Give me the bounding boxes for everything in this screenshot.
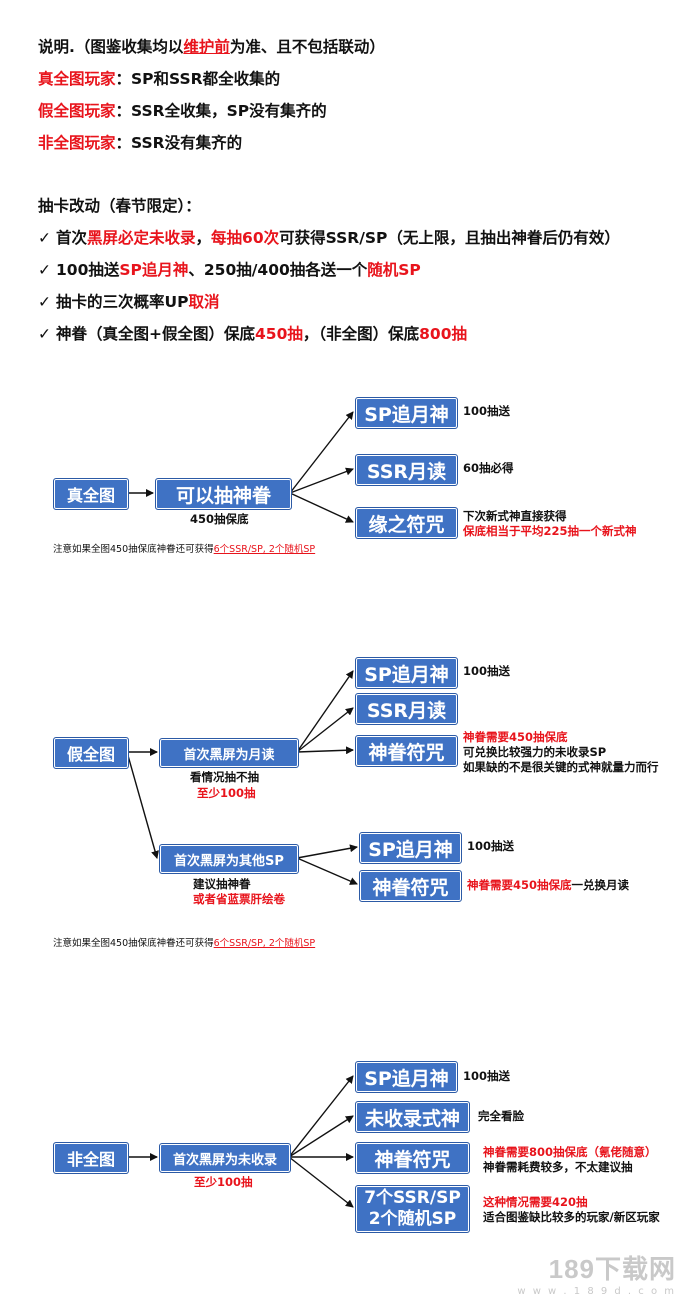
type-non-full: 非全图玩家：SSR没有集齐的 bbox=[38, 131, 242, 153]
note-at-least-100: 至少100抽 bbox=[194, 1175, 253, 1189]
node-non-full: 非全图 bbox=[53, 1142, 129, 1174]
check-icon: ✓ bbox=[38, 261, 51, 279]
type-name: 非全图玩家 bbox=[38, 134, 116, 152]
change-item-2: ✓100抽送SP追月神、250抽/400抽各送一个随机SP bbox=[38, 261, 421, 279]
arrow bbox=[289, 492, 354, 523]
check-icon: ✓ bbox=[38, 325, 51, 343]
check-icon: ✓ bbox=[38, 229, 51, 247]
node-can-draw-shenjuan: 可以抽神眷 bbox=[155, 478, 292, 510]
type-desc: ：SP和SSR都全收集的 bbox=[115, 70, 281, 88]
note-see-situation: 看情况抽不抽 bbox=[190, 770, 259, 784]
node-2sp-line: 2个随机SP bbox=[368, 1209, 457, 1229]
node-7ssr-line: 7个SSR/SP bbox=[364, 1188, 461, 1208]
type-desc: ：SSR全收集，SP没有集齐的 bbox=[115, 102, 327, 120]
note-shenjuan-800: 神眷需要800抽保底（氪佬随意） bbox=[483, 1145, 657, 1159]
note-pure-luck: 完全看脸 bbox=[478, 1109, 524, 1123]
note-420-needed: 这种情况需要420抽 bbox=[483, 1195, 588, 1209]
note-450-guarantee: 450抽保底 bbox=[190, 512, 249, 526]
arrow bbox=[296, 746, 354, 755]
watermark-url: w w w . 1 8 9 d . c o m bbox=[517, 1286, 676, 1297]
note-next-new-shikigami: 下次新式神直接获得 bbox=[463, 509, 567, 523]
note-affordable: 如果缺的不是很关键的式神就量力而行 bbox=[463, 760, 659, 774]
node-first-black-unrecorded: 首次黑屏为未收录 bbox=[159, 1143, 291, 1173]
arrow bbox=[288, 1115, 354, 1158]
note-100-gift: 100抽送 bbox=[463, 664, 511, 678]
arrow bbox=[288, 1075, 354, 1158]
note-at-least-100: 至少100抽 bbox=[197, 786, 256, 800]
check-icon: ✓ bbox=[38, 293, 51, 311]
intro-title-post: 为准、且不包括联动） bbox=[229, 38, 385, 56]
footnote-2: 注意如果全图450抽保底神眷还可获得6个SSR/SP, 2个随机SP bbox=[53, 938, 316, 949]
node-shenjuan-fuzhou: 神眷符咒 bbox=[355, 1142, 470, 1174]
watermark-text: 189下载网 bbox=[548, 1254, 676, 1284]
node-true-full: 真全图 bbox=[53, 478, 129, 510]
node-yuanzhi-fuzhou: 缘之符咒 bbox=[355, 507, 458, 539]
type-fake-full: 假全图玩家：SSR全收集，SP没有集齐的 bbox=[38, 99, 327, 121]
type-name: 真全图玩家 bbox=[38, 70, 116, 88]
arrow bbox=[288, 1156, 354, 1208]
note-60-guarantee: 60抽必得 bbox=[463, 461, 514, 475]
note-100-gift: 100抽送 bbox=[467, 839, 515, 853]
watermark: 189下载网 w w w . 1 8 9 d . c o m bbox=[517, 1249, 676, 1297]
type-desc: ：SSR没有集齐的 bbox=[115, 134, 243, 152]
note-shenjuan-exchange-yuedu: 神眷需要450抽保底一兑换月读 bbox=[467, 878, 630, 892]
note-100-gift: 100抽送 bbox=[463, 404, 511, 418]
change-item-1: ✓首次黑屏必定未收录，每抽60次可获得SSR/SP（无上限，且抽出神眷后仍有效） bbox=[38, 229, 620, 247]
arrow bbox=[289, 467, 354, 494]
arrow bbox=[296, 707, 354, 753]
note-avg-225: 保底相当于平均225抽一个新式神 bbox=[463, 524, 637, 538]
intro-title: 说明.（图鉴收集均以维护前为准、且不包括联动） bbox=[38, 35, 385, 57]
node-sp-zhuiyueshen: SP追月神 bbox=[355, 1061, 458, 1093]
change-item-3: ✓抽卡的三次概率UP取消 bbox=[38, 293, 220, 311]
note-save-blue-tickets: 或者省蓝票肝绘卷 bbox=[193, 892, 285, 906]
note-suggest-shenjuan: 建议抽神眷 bbox=[193, 877, 251, 891]
node-7ssr-2sp: 7个SSR/SP 2个随机SP bbox=[355, 1185, 470, 1233]
node-ssr-yuedu: SSR月读 bbox=[355, 454, 458, 486]
changes-heading: 抽卡改动（春节限定）： bbox=[38, 197, 201, 215]
arrow bbox=[126, 751, 159, 859]
note-new-players: 适合图鉴缺比较多的玩家/新区玩家 bbox=[483, 1210, 660, 1224]
note-exchange-sp: 可兑换比较强力的未收录SP bbox=[463, 745, 607, 759]
note-not-recommended: 神眷需耗费较多，不太建议抽 bbox=[483, 1160, 633, 1174]
change-item-4: ✓神眷（真全图+假全图）保底450抽，（非全图）保底800抽 bbox=[38, 325, 467, 343]
note-shenjuan-450: 神眷需要450抽保底 bbox=[463, 730, 568, 744]
node-shenjuan-fuzhou: 神眷符咒 bbox=[355, 735, 458, 767]
type-name: 假全图玩家 bbox=[38, 102, 116, 120]
node-sp-zhuiyueshen: SP追月神 bbox=[359, 832, 462, 864]
note-100-gift: 100抽送 bbox=[463, 1069, 511, 1083]
arrow bbox=[296, 857, 358, 885]
node-ssr-yuedu: SSR月读 bbox=[355, 693, 458, 725]
node-fake-full: 假全图 bbox=[53, 737, 129, 769]
node-first-black-other-sp: 首次黑屏为其他SP bbox=[159, 844, 299, 874]
node-shenjuan-fuzhou: 神眷符咒 bbox=[359, 870, 462, 902]
intro-title-red: 维护前 bbox=[183, 38, 230, 56]
intro-title-pre: 说明.（图鉴收集均以 bbox=[38, 38, 184, 56]
node-sp-zhuiyueshen: SP追月神 bbox=[355, 397, 458, 429]
arrow bbox=[296, 844, 358, 859]
node-sp-zhuiyueshen: SP追月神 bbox=[355, 657, 458, 689]
node-unrecorded-shikigami: 未收录式神 bbox=[355, 1101, 470, 1133]
type-true-full: 真全图玩家：SP和SSR都全收集的 bbox=[38, 67, 280, 89]
arrow bbox=[296, 670, 354, 753]
arrow bbox=[289, 411, 354, 494]
footnote-1: 注意如果全图450抽保底神眷还可获得6个SSR/SP, 2个随机SP bbox=[53, 544, 316, 555]
node-first-black-yuedu: 首次黑屏为月读 bbox=[159, 738, 299, 768]
